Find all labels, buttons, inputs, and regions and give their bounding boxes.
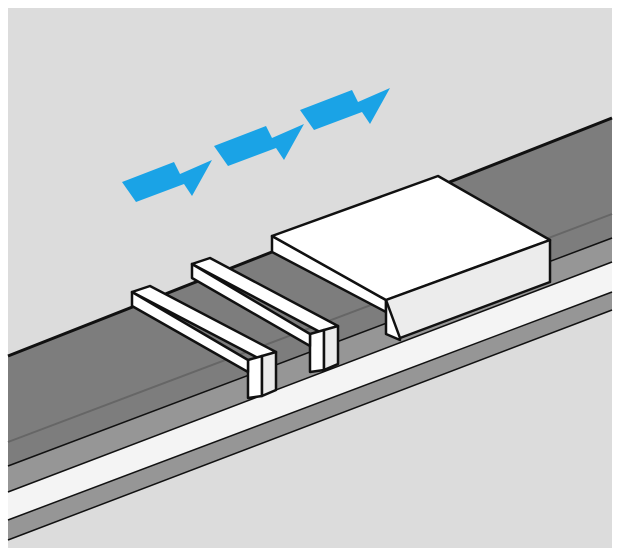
arrow-right-up-icon xyxy=(300,88,390,130)
rail-lower-edge xyxy=(7,291,613,521)
carriage-front-face xyxy=(384,238,552,340)
slider-bar-2 xyxy=(190,256,340,374)
bracket-leg-front xyxy=(246,354,264,400)
rail-upper-edge xyxy=(7,261,613,493)
bracket-leg-side xyxy=(322,324,340,372)
direction-arrows xyxy=(122,88,390,202)
arrow-right-up-icon xyxy=(122,160,212,202)
slider-bar-1 xyxy=(130,284,278,400)
bracket-lip xyxy=(190,262,312,348)
rail-base xyxy=(8,292,612,540)
carriage-block xyxy=(270,174,552,342)
bracket-leg-side xyxy=(260,350,278,398)
bracket-lip xyxy=(130,290,250,374)
rail-strip xyxy=(8,262,612,520)
bracket-leg-front xyxy=(308,328,326,374)
arrow-right-up-icon xyxy=(214,124,304,166)
base-bottom-edge xyxy=(7,309,613,541)
